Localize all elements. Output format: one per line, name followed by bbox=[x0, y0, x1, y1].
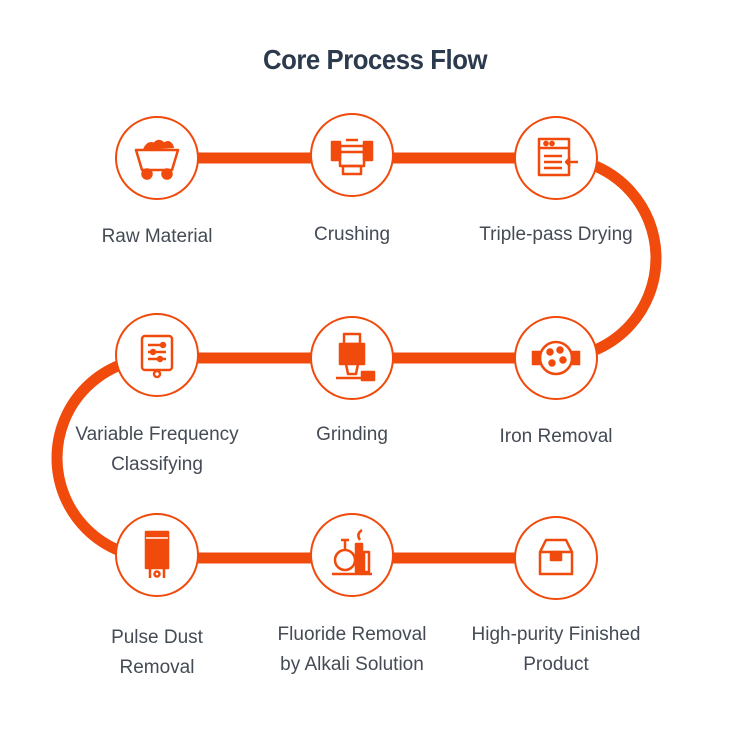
grinding-mill-icon bbox=[336, 332, 376, 382]
diagram-title: Core Process Flow bbox=[262, 44, 488, 75]
chemical-plant-icon bbox=[332, 528, 372, 576]
label-variable-frequency-classifying: Variable Frequency Classifying bbox=[75, 424, 239, 475]
label-raw-material: Raw Material bbox=[101, 226, 213, 247]
label-triple-pass-drying: Triple-pass Drying bbox=[479, 224, 633, 245]
step-grinding bbox=[310, 316, 394, 400]
step-triple-pass-drying bbox=[514, 116, 598, 200]
crusher-icon bbox=[330, 138, 374, 176]
step-fluoride-removal bbox=[310, 513, 394, 597]
step-high-purity-finished-product bbox=[514, 516, 598, 600]
label-fluoride-removal: Fluoride Removal by Alkali Solution bbox=[277, 624, 427, 675]
step-pulse-dust-removal bbox=[115, 513, 199, 597]
label-iron-removal: Iron Removal bbox=[499, 426, 613, 447]
step-iron-removal bbox=[514, 316, 598, 400]
label-pulse-dust-removal: Pulse Dust Removal bbox=[111, 627, 203, 678]
dryer-icon bbox=[537, 137, 578, 177]
step-raw-material bbox=[115, 116, 199, 200]
label-high-purity-finished-product: High-purity Finished Product bbox=[471, 624, 641, 675]
magnetic-separator-icon bbox=[531, 340, 581, 376]
label-grinding: Grinding bbox=[316, 424, 388, 445]
dust-collector-icon bbox=[144, 530, 170, 578]
mine-cart-icon bbox=[134, 139, 180, 180]
product-box-icon bbox=[538, 538, 574, 576]
step-crushing bbox=[310, 113, 394, 197]
step-variable-frequency-classifying bbox=[115, 313, 199, 397]
classifier-icon bbox=[140, 334, 174, 379]
label-crushing: Crushing bbox=[313, 224, 391, 245]
